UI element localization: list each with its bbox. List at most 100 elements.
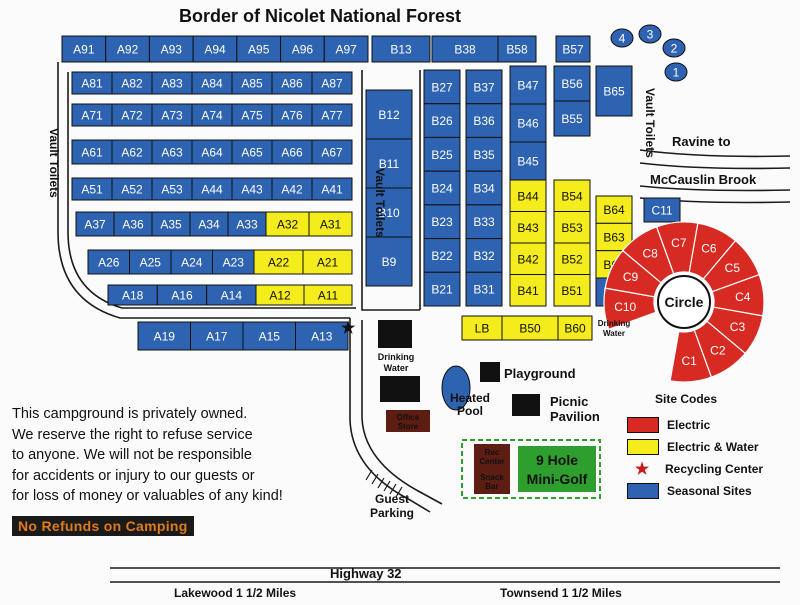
campsite-b46[interactable]: B46 (509, 103, 547, 143)
campsite-b58[interactable]: B58 (497, 35, 537, 63)
campsite-a11[interactable]: A11 (303, 284, 353, 306)
campsite-a82[interactable]: A82 (111, 71, 153, 95)
campsite-c8[interactable]: C8 (621, 226, 675, 284)
campsite-b21[interactable]: B21 (423, 271, 461, 307)
campsite-b55[interactable]: B55 (553, 100, 591, 137)
campsite-b35[interactable]: B35 (465, 136, 503, 172)
campsite-a19[interactable]: A19 (137, 321, 191, 351)
campsite-b50[interactable]: B50 (501, 315, 559, 341)
rec-center[interactable] (474, 444, 510, 494)
campsite-b13[interactable]: B13 (371, 35, 431, 63)
campsite-a77[interactable]: A77 (311, 103, 353, 127)
campsite-a71[interactable]: A71 (71, 103, 113, 127)
campsite-a93[interactable]: A93 (148, 35, 194, 63)
campsite-a51[interactable]: A51 (71, 177, 113, 201)
campsite-a15[interactable]: A15 (242, 321, 296, 351)
campsite-a75[interactable]: A75 (231, 103, 273, 127)
campsite-b26[interactable]: B26 (423, 103, 461, 138)
campsite-a36[interactable]: A36 (113, 211, 153, 237)
campsite-a14[interactable]: A14 (206, 284, 257, 306)
campsite-b60[interactable]: B60 (557, 315, 593, 341)
campsite-a12[interactable]: A12 (255, 284, 305, 306)
campsite-a73[interactable]: A73 (151, 103, 193, 127)
campsite-b12[interactable]: B12 (365, 89, 413, 140)
campsite-a97[interactable]: A97 (323, 35, 369, 63)
campsite-b38[interactable]: B38 (431, 35, 499, 63)
campsite-b45[interactable]: B45 (509, 141, 547, 181)
campsite-a23[interactable]: A23 (212, 249, 255, 275)
campsite-b9[interactable]: B9 (365, 236, 413, 287)
campsite-b52[interactable]: B52 (553, 242, 591, 275)
campsite-a22[interactable]: A22 (253, 249, 304, 275)
campsite-b32[interactable]: B32 (465, 238, 503, 273)
campsite-b64[interactable]: B64 (595, 195, 633, 224)
campsite-a86[interactable]: A86 (271, 71, 313, 95)
campsite-b41[interactable]: B41 (509, 274, 547, 307)
campsite-4[interactable]: 4 (610, 28, 634, 48)
campsite-b42[interactable]: B42 (509, 242, 547, 275)
campsite-c7[interactable]: C7 (655, 221, 699, 275)
campsite-a96[interactable]: A96 (280, 35, 325, 63)
campsite-b27[interactable]: B27 (423, 69, 461, 105)
campsite-a53[interactable]: A53 (151, 177, 193, 201)
campsite-a33[interactable]: A33 (227, 211, 267, 237)
campsite-a76[interactable]: A76 (271, 103, 313, 127)
campsite-a72[interactable]: A72 (111, 103, 153, 127)
campsite-a32[interactable]: A32 (265, 211, 310, 237)
campsite-a44[interactable]: A44 (191, 177, 233, 201)
campsite-3[interactable]: 3 (638, 24, 662, 44)
campsite-b51[interactable]: B51 (553, 274, 591, 307)
campsite-a74[interactable]: A74 (191, 103, 233, 127)
campsite-b56[interactable]: B56 (553, 65, 591, 102)
campsite-b57[interactable]: B57 (555, 35, 591, 63)
campsite-b31[interactable]: B31 (465, 271, 503, 307)
campsite-a41[interactable]: A41 (311, 177, 353, 201)
mini-golf[interactable] (518, 446, 596, 492)
campsite-a92[interactable]: A92 (105, 35, 150, 63)
campsite-c11[interactable]: C11 (643, 197, 681, 223)
campsite-a17[interactable]: A17 (190, 321, 244, 351)
campsite-a25[interactable]: A25 (129, 249, 172, 275)
campsite-a24[interactable]: A24 (170, 249, 213, 275)
campsite-c6[interactable]: C6 (688, 222, 737, 280)
campsite-b34[interactable]: B34 (465, 170, 503, 206)
campsite-a65[interactable]: A65 (231, 139, 273, 165)
campsite-b47[interactable]: B47 (509, 65, 547, 105)
campsite-a18[interactable]: A18 (107, 284, 158, 306)
campsite-b25[interactable]: B25 (423, 136, 461, 172)
campsite-a63[interactable]: A63 (151, 139, 193, 165)
campsite-a83[interactable]: A83 (151, 71, 193, 95)
campsite-a66[interactable]: A66 (271, 139, 313, 165)
campsite-a16[interactable]: A16 (156, 284, 208, 306)
campsite-a13[interactable]: A13 (295, 321, 349, 351)
campsite-b43[interactable]: B43 (509, 211, 547, 244)
campsite-a43[interactable]: A43 (231, 177, 273, 201)
campsite-a95[interactable]: A95 (236, 35, 282, 63)
office-store[interactable] (386, 410, 430, 432)
campsite-b44[interactable]: B44 (509, 179, 547, 212)
campsite-c1[interactable]: C1 (669, 329, 713, 383)
campsite-lb[interactable]: LB (461, 315, 503, 341)
campsite-a81[interactable]: A81 (71, 71, 113, 95)
campsite-c2[interactable]: C2 (693, 320, 747, 378)
campsite-a62[interactable]: A62 (111, 139, 153, 165)
campsite-b54[interactable]: B54 (553, 179, 591, 212)
campsite-b37[interactable]: B37 (465, 69, 503, 105)
campsite-a35[interactable]: A35 (151, 211, 191, 237)
campsite-a91[interactable]: A91 (61, 35, 107, 63)
campsite-a21[interactable]: A21 (302, 249, 353, 275)
campsite-2[interactable]: 2 (662, 38, 686, 58)
campsite-a87[interactable]: A87 (311, 71, 353, 95)
campsite-1[interactable]: 1 (664, 62, 688, 82)
campsite-a61[interactable]: A61 (71, 139, 113, 165)
campsite-a94[interactable]: A94 (192, 35, 238, 63)
campsite-a85[interactable]: A85 (231, 71, 273, 95)
campsite-a34[interactable]: A34 (189, 211, 229, 237)
campsite-a42[interactable]: A42 (271, 177, 313, 201)
campsite-a67[interactable]: A67 (311, 139, 353, 165)
campsite-b53[interactable]: B53 (553, 211, 591, 244)
campsite-b23[interactable]: B23 (423, 204, 461, 240)
campsite-b24[interactable]: B24 (423, 170, 461, 206)
campsite-b36[interactable]: B36 (465, 103, 503, 138)
campsite-a64[interactable]: A64 (191, 139, 233, 165)
